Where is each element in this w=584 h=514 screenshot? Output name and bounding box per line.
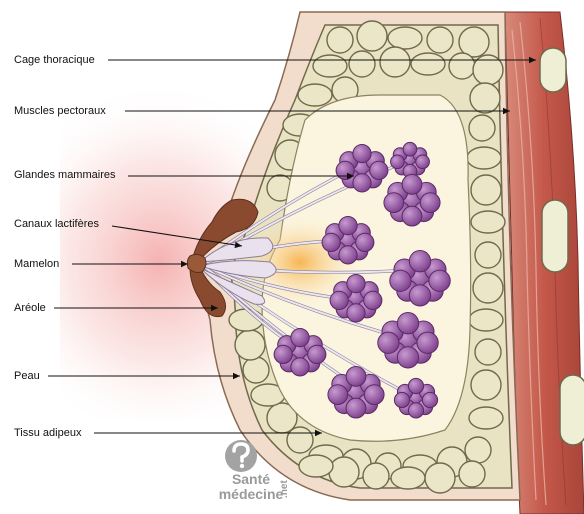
gland-lobule (291, 328, 309, 346)
watermark-suffix: .net (279, 480, 290, 498)
fat-lobule (299, 455, 333, 477)
label-peau: Peau (14, 370, 40, 383)
gland-lobule (291, 358, 309, 376)
label-muscles-pectoraux: Muscles pectoraux (14, 105, 106, 118)
gland-lobule (416, 155, 430, 169)
gland-lobule (390, 270, 411, 291)
gland-lobule (364, 385, 384, 405)
fat-lobule (363, 463, 389, 489)
fat-lobule (459, 461, 485, 487)
fat-lobule (243, 357, 269, 383)
gland-lobule (347, 274, 365, 292)
gland-lobule (378, 332, 399, 353)
gland-lobule (402, 206, 422, 226)
fat-lobule (475, 339, 501, 365)
fat-lobule (427, 27, 453, 53)
fat-lobule (449, 53, 475, 79)
fat-lobule (471, 211, 505, 233)
gland-lobule (328, 385, 348, 405)
gland-lobule (274, 345, 292, 363)
gland-lobule (370, 161, 388, 179)
gland-lobule (402, 175, 422, 195)
fat-lobule (473, 273, 503, 303)
fat-lobule (467, 147, 501, 169)
fat-lobule (391, 467, 425, 489)
gland-lobule (408, 403, 423, 418)
gland-lobule (356, 233, 374, 251)
gland-lobule (397, 347, 418, 368)
gland-lobule (391, 155, 405, 169)
gland-lobule (429, 270, 450, 291)
nipple (187, 254, 206, 272)
fat-lobule (465, 437, 491, 463)
gland-lobule (339, 246, 357, 264)
gland-lobule (397, 313, 418, 334)
gland-lobule (353, 144, 371, 162)
label-glandes-mammaires: Glandes mammaires (14, 169, 115, 182)
fat-lobule (235, 330, 265, 360)
gland-lobule (346, 398, 366, 418)
fat-lobule (329, 457, 359, 487)
fat-lobule (357, 21, 387, 51)
gland-lobule (422, 392, 437, 407)
gland-lobule (409, 285, 430, 306)
fat-lobule (469, 407, 503, 429)
gland-lobule (420, 193, 440, 213)
fat-lobule (470, 83, 500, 113)
fat-lobule (349, 51, 375, 77)
gland-lobule (364, 291, 382, 309)
gland-lobule (308, 345, 326, 363)
label-canaux-lactiferes: Canaux lactifères (14, 218, 99, 231)
gland-lobule (408, 378, 423, 393)
fat-lobule (469, 115, 495, 141)
gland-lobule (353, 174, 371, 192)
fat-lobule (388, 27, 422, 49)
gland-lobule (346, 367, 366, 387)
gland-lobule (394, 392, 409, 407)
gland-lobule (417, 332, 438, 353)
gland-lobule (403, 142, 417, 156)
gland-lobule (339, 216, 357, 234)
label-cage-thoracique: Cage thoracique (14, 54, 95, 67)
fat-lobule (469, 309, 503, 331)
label-mamelon: Mamelon (14, 258, 59, 271)
label-tissu-adipeux: Tissu adipeux (14, 427, 81, 440)
fat-lobule (475, 242, 501, 268)
fat-lobule (327, 27, 353, 53)
gland-lobule (409, 251, 430, 272)
gland-lobule (322, 233, 340, 251)
gland-lobule (347, 304, 365, 322)
fat-lobule (313, 55, 347, 77)
fat-lobule (380, 47, 410, 77)
fat-lobule (425, 463, 455, 493)
fat-lobule (411, 53, 445, 75)
fat-lobule (471, 370, 501, 400)
label-areole: Aréole (14, 302, 46, 315)
gland-lobule (384, 193, 404, 213)
gland-lobule (330, 291, 348, 309)
fat-lobule (471, 175, 501, 205)
fat-lobule (298, 84, 332, 106)
